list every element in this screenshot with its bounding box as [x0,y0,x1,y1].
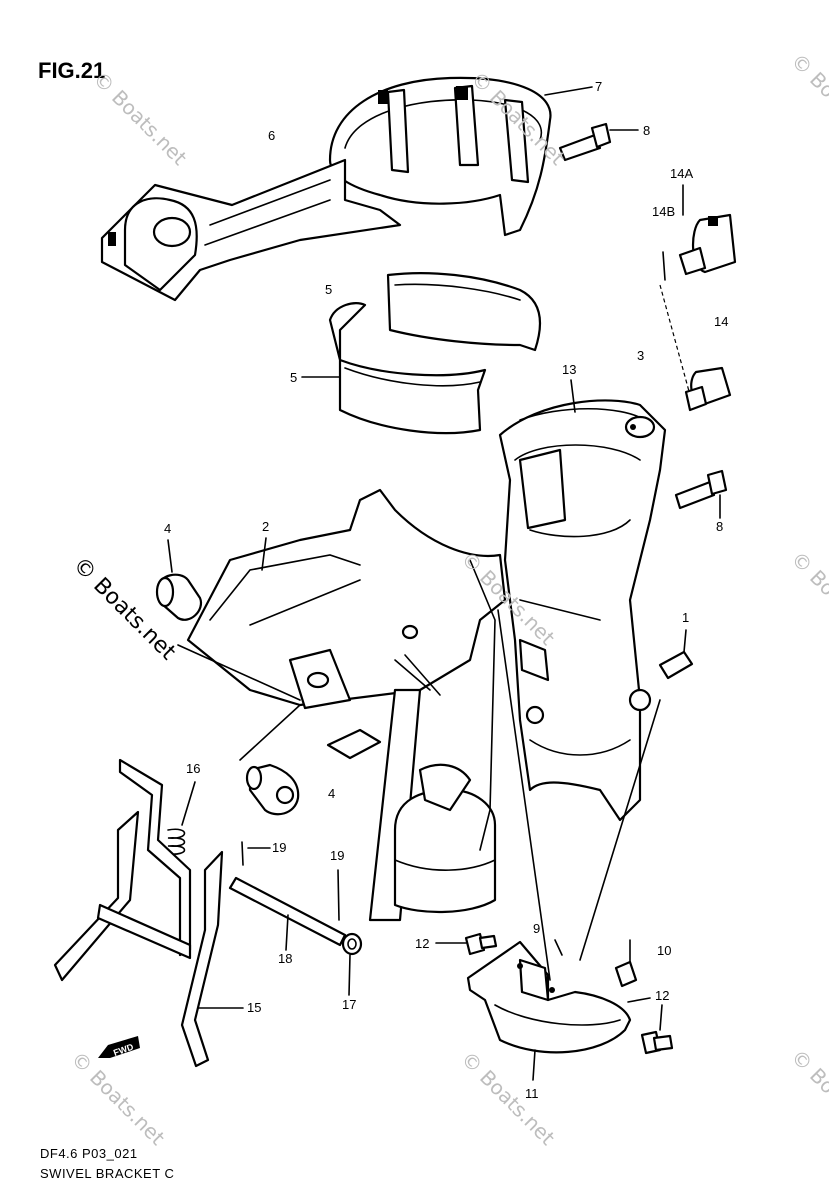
watermark-middle-right: © Boats.net [786,547,829,650]
part-4-bushing-left [155,573,203,621]
callout-19-right: 19 [330,848,344,863]
watermark-bottom-left: © Boats.net [66,1047,169,1150]
part-19-pin-left [241,841,244,866]
callout-11: 11 [525,1086,539,1101]
watermark-bottom-right: © Boats.net [786,1045,829,1148]
callout-4-lower: 4 [328,786,335,801]
part-4-bushing-lower [245,763,300,816]
part-8-bolt-lower [674,469,728,510]
part-18-shaft [228,876,347,947]
part-5-bushing-upper [386,272,542,352]
watermark-bottom-center: © Boats.net [456,1047,559,1150]
callout-14b: 14B [652,204,675,219]
callout-7: 7 [595,79,602,94]
callout-16: 16 [186,761,200,776]
watermark-top-left: © Boats.net [88,67,191,170]
part-14b-pin [662,251,666,281]
part-9-clip [554,939,563,956]
callout-18: 18 [278,951,292,966]
figure-title: FIG.21 [38,58,105,83]
part-12-bolt-right [640,1030,674,1055]
callout-2: 2 [262,519,269,534]
diagram-caption: SWIVEL BRACKET C [40,1166,174,1181]
part-6-swivel-arm [100,158,402,302]
callout-5-lower: 5 [290,370,297,385]
forward-direction-badge: FWD [98,1036,140,1058]
callout-14: 14 [714,314,728,329]
part-15-tilt-rod [53,758,224,1068]
watermark-top-right: © Boats.net [786,49,829,152]
callout-10: 10 [657,943,671,958]
part-16-spring [167,828,186,855]
callout-17: 17 [342,997,356,1012]
part-1-grease-nipple [658,650,694,680]
callout-5-upper: 5 [325,282,332,297]
callout-12-left: 12 [415,936,429,951]
part-2-clamp-bracket [186,488,507,922]
callout-3: 3 [637,348,644,363]
part-13-swivel-bracket [498,399,667,822]
callout-13: 13 [562,362,576,377]
part-14a-knob [678,213,737,276]
callout-8-upper: 8 [643,123,650,138]
callout-8-lower: 8 [716,519,723,534]
callout-14a: 14A [670,166,693,181]
part-19-pin-right [337,869,340,921]
part-5-bushing-lower [328,302,487,435]
part-10-nut [614,939,638,988]
callout-1: 1 [682,610,689,625]
callout-4-upper: 4 [164,521,171,536]
part-8-bolt-upper [558,122,612,162]
diagram-code: DF4.6 P03_021 [40,1146,138,1161]
callout-6: 6 [268,128,275,143]
callout-12-right: 12 [655,988,669,1003]
watermark-primary: © Boats.net [68,553,181,666]
part-11-stopper [466,940,632,1054]
callout-9: 9 [533,921,540,936]
part-17-washer [341,932,363,956]
callout-19-left: 19 [272,840,286,855]
part-3-cap [684,366,732,412]
part-7-clamp-ring [328,76,552,237]
part-12-bolt-left [464,932,498,956]
callout-15: 15 [247,1000,261,1015]
